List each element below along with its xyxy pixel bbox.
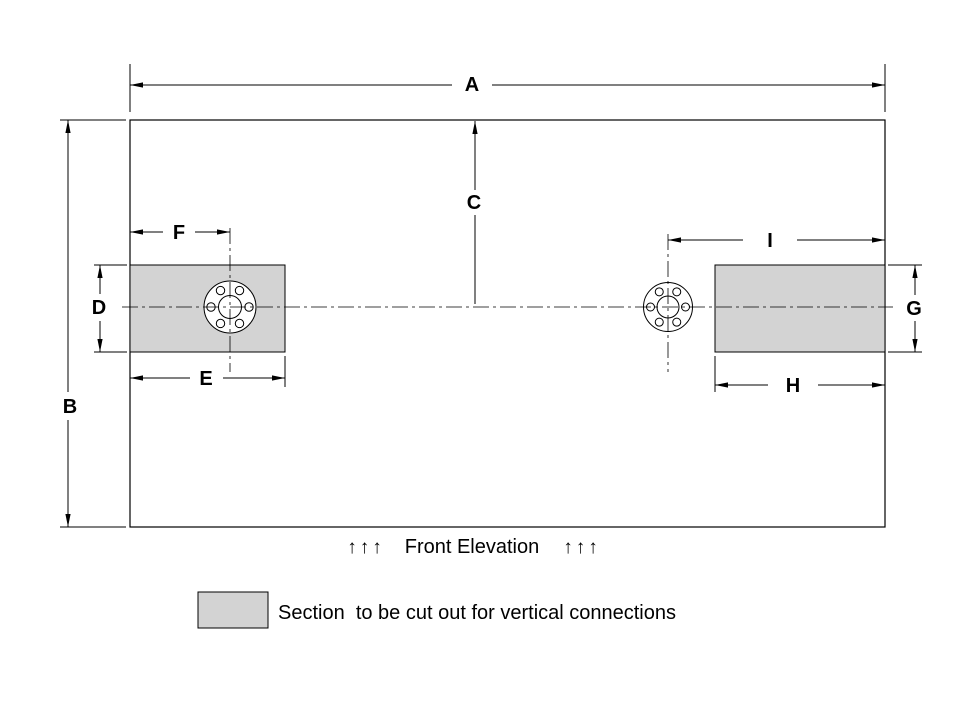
up-arrows-right-icon: ↑↑↑ bbox=[563, 537, 601, 558]
dimension-d: D bbox=[92, 264, 127, 353]
dimension-b: B bbox=[60, 119, 126, 528]
dimension-g: G bbox=[888, 264, 922, 353]
dimension-f: F bbox=[130, 222, 230, 244]
dimension-b-label: B bbox=[63, 396, 77, 418]
dimension-g-label: G bbox=[906, 298, 922, 320]
dimension-h-label: H bbox=[786, 375, 800, 397]
dimension-f-label: F bbox=[173, 222, 185, 244]
dimension-i: I bbox=[668, 230, 885, 252]
legend: Section to be cut out for vertical conne… bbox=[197, 591, 676, 629]
dimension-a: A bbox=[129, 64, 886, 112]
dimension-c: C bbox=[467, 121, 481, 304]
caption-title: Front Elevation bbox=[405, 536, 540, 558]
dimension-e: E bbox=[130, 356, 286, 390]
up-arrows-left-icon: ↑↑↑ bbox=[347, 537, 385, 558]
cutout-section-left bbox=[129, 264, 286, 353]
dimension-a-label: A bbox=[465, 74, 479, 96]
dimension-h: H bbox=[714, 356, 885, 397]
caption: ↑↑↑ Front Elevation ↑↑↑ bbox=[347, 536, 601, 558]
dimension-i-label: I bbox=[767, 230, 773, 252]
legend-swatch bbox=[197, 591, 269, 629]
dimension-d-label: D bbox=[92, 297, 106, 319]
dimension-e-label: E bbox=[199, 368, 212, 390]
legend-text: Section to be cut out for vertical conne… bbox=[278, 602, 676, 624]
dimension-c-label: C bbox=[467, 192, 481, 214]
cutout-section-right bbox=[714, 264, 886, 353]
